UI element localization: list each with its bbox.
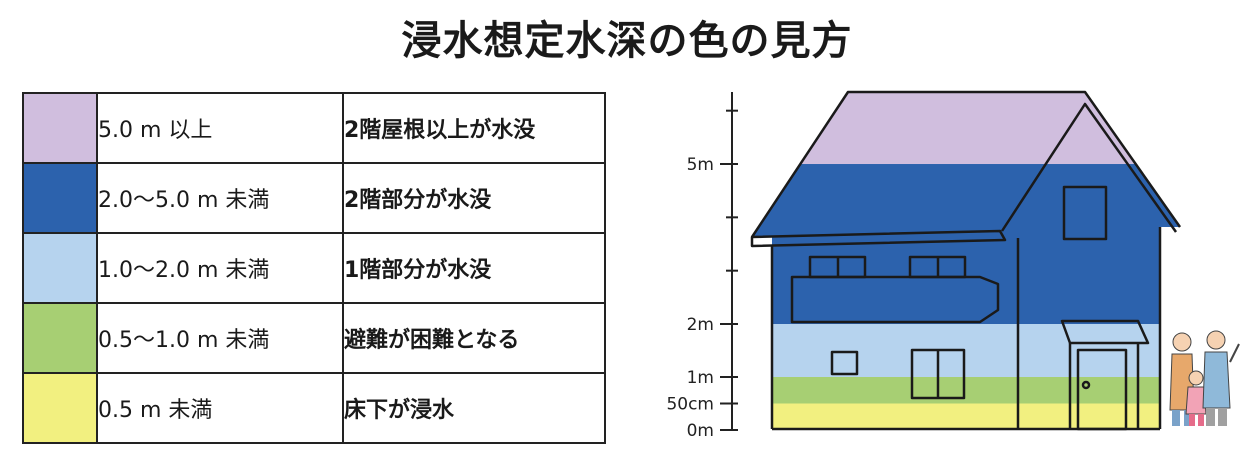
house-depth-diagram: 5m 2m 1m 50cm 0m xyxy=(666,90,1240,440)
legend-range: 0.5〜1.0 m 未満 xyxy=(96,302,344,374)
family-illustration xyxy=(1169,330,1240,426)
scale-ticks: 5m 2m 1m 50cm 0m xyxy=(666,109,738,440)
legend-row-5m-plus: 5.0 m 以上 2階屋根以上が水没 xyxy=(22,92,606,164)
roof-eave xyxy=(750,229,1007,248)
legend-description: 床下が浸水 xyxy=(342,372,606,444)
scale-label-4: 0m xyxy=(687,421,714,440)
front-door xyxy=(1076,348,1128,431)
legend-range: 1.0〜2.0 m 未満 xyxy=(96,232,344,304)
legend-row-05-1m: 0.5〜1.0 m 未満 避難が困難となる xyxy=(22,302,606,374)
legend-range: 2.0〜5.0 m 未満 xyxy=(96,162,344,234)
roof-outline xyxy=(750,90,1182,238)
legend-swatch xyxy=(22,162,98,234)
scale-label-1: 2m xyxy=(687,315,714,335)
scale-label-0: 5m xyxy=(687,155,714,175)
legend-description: 避難が困難となる xyxy=(342,302,606,374)
legend-range: 0.5 m 未満 xyxy=(96,372,344,444)
legend-row-1-2m: 1.0〜2.0 m 未満 1階部分が水没 xyxy=(22,232,606,304)
legend-description: 2階部分が水没 xyxy=(342,162,606,234)
door-knob xyxy=(1081,380,1091,390)
child-person xyxy=(1185,370,1207,426)
legend-description: 2階屋根以上が水没 xyxy=(342,92,606,164)
legend-swatch xyxy=(22,302,98,374)
legend-row-2-5m: 2.0〜5.0 m 未満 2階部分が水没 xyxy=(22,162,606,234)
balcony xyxy=(790,275,1000,324)
depth-band-0 xyxy=(752,403,1180,429)
legend-swatch xyxy=(22,372,98,444)
depth-band-1 xyxy=(752,377,1180,404)
scale-label-3: 50cm xyxy=(666,395,714,415)
house-outline xyxy=(750,90,1182,431)
adult-person-right xyxy=(1202,330,1240,426)
gable-inner-line xyxy=(1000,102,1178,233)
legend-description: 1階部分が水没 xyxy=(342,232,606,304)
small-window xyxy=(830,350,859,376)
legend-row-under-05m: 0.5 m 未満 床下が浸水 xyxy=(22,372,606,444)
legend-swatch xyxy=(22,92,98,164)
page-title: 浸水想定水深の色の見方 xyxy=(401,18,853,64)
legend-swatch xyxy=(22,232,98,304)
upper-window xyxy=(1062,185,1108,241)
door-canopy xyxy=(1060,319,1150,345)
scale-label-2: 1m xyxy=(687,368,714,388)
depth-legend-table: 5.0 m 以上 2階屋根以上が水没 2.0〜5.0 m 未満 2階部分が水没 … xyxy=(22,92,606,444)
depth-scale: 5m 2m 1m 50cm 0m xyxy=(666,92,738,440)
legend-range: 5.0 m 以上 xyxy=(96,92,344,164)
